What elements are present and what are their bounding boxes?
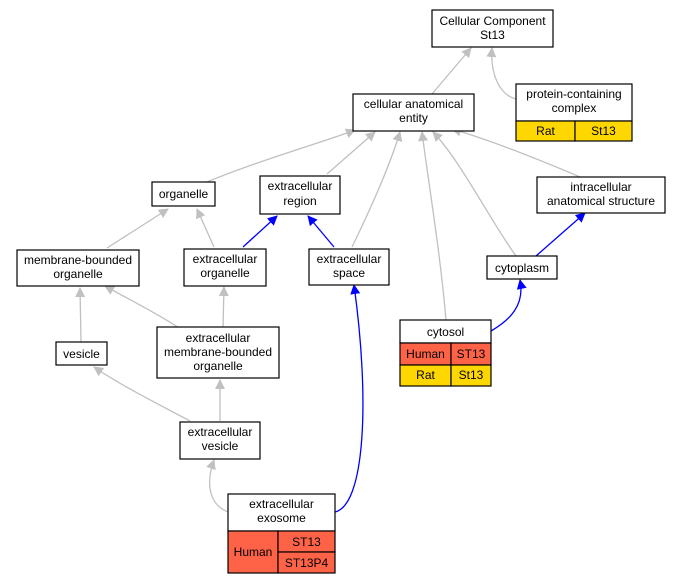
node-label-line: exosome	[257, 511, 306, 525]
node-protein-containing-complex[interactable]: protein-containing complex Rat St13	[515, 83, 633, 142]
node-cellular-anatomical-entity[interactable]: cellular anatomical entity	[352, 93, 475, 132]
edge-cytosol-to-cae	[418, 131, 447, 321]
node-label-line: organelle	[200, 266, 250, 280]
node-extracellular-exosome[interactable]: extracellular exosome Human ST13 ST13P4	[227, 493, 336, 574]
node-extracellular-membrane-bounded-organelle[interactable]: extracellular membrane-bounded organelle	[156, 326, 280, 379]
node-label-line: Cellular Component	[439, 14, 546, 28]
species-label: Rat	[416, 368, 435, 382]
node-label-line: St13	[480, 28, 505, 42]
edges	[75, 47, 586, 513]
edge-cytosol-to-cytoplasm	[490, 279, 527, 332]
node-membrane-bounded-organelle[interactable]: membrane-bounded organelle	[16, 249, 140, 287]
species-label: Human	[406, 347, 445, 361]
node-extracellular-region[interactable]: extracellular region	[259, 175, 341, 215]
node-label-line: membrane-bounded	[164, 345, 272, 359]
edge-exosome-to-ext-vesicle	[206, 459, 229, 513]
edge-cytoplasm-to-cae	[432, 131, 517, 257]
node-label-line: protein-containing	[526, 87, 621, 101]
edge-cae-to-cellular-component	[431, 47, 472, 95]
node-label-line: extracellular	[188, 425, 253, 439]
edge-vesicle-to-mbo	[75, 287, 86, 343]
node-label-line: organelle	[53, 267, 103, 281]
node-label-line: anatomical structure	[547, 194, 655, 208]
node-label-line: organelle	[193, 359, 243, 373]
node-label-line: organelle	[159, 187, 209, 201]
node-label-line: extracellular	[186, 331, 251, 345]
gene-label: St13	[591, 124, 616, 138]
gene-label: ST13P4	[285, 556, 329, 570]
gene-label: St13	[459, 368, 484, 382]
node-label-line: extracellular	[193, 252, 258, 266]
node-extracellular-space[interactable]: extracellular space	[308, 248, 390, 286]
edge-ext-organelle-to-ext-region	[242, 215, 278, 248]
nodes: Cellular Component St13 protein-containi…	[16, 9, 666, 574]
node-label-line: intracellular	[570, 180, 631, 194]
gene-label: ST13	[292, 535, 321, 549]
edge-organelle-to-cae	[206, 128, 356, 183]
node-label-line: membrane-bounded	[24, 253, 132, 267]
gene-label: ST13	[457, 347, 486, 361]
gene-cell	[450, 364, 492, 387]
node-vesicle[interactable]: vesicle	[55, 341, 108, 366]
edge-ext-space-to-cae	[351, 131, 403, 248]
species-label: Human	[234, 545, 273, 559]
node-cytosol[interactable]: cytosol Human ST13 Rat St13	[399, 319, 492, 387]
node-label-line: cytosol	[427, 325, 464, 339]
edge-ext-space-to-ext-region	[307, 215, 335, 248]
node-label-line: space	[333, 266, 365, 280]
edge-emo-to-ext-organelle	[218, 286, 229, 328]
node-extracellular-organelle[interactable]: extracellular organelle	[183, 248, 267, 287]
node-intracellular-anatomical-structure[interactable]: intracellular anatomical structure	[536, 176, 666, 214]
edge-intracellular-to-cae	[451, 126, 581, 178]
edge-emo-to-mbo	[104, 285, 180, 329]
node-extracellular-vesicle[interactable]: extracellular vesicle	[179, 421, 261, 460]
gene-cell	[574, 120, 633, 142]
node-label-line: complex	[552, 101, 597, 115]
gene-cell	[277, 551, 336, 574]
node-cellular-component[interactable]: Cellular Component St13	[431, 9, 554, 48]
node-label-line: extracellular	[268, 179, 333, 193]
edge-exosome-to-ext-space	[334, 284, 364, 513]
node-label-line: extracellular	[317, 252, 382, 266]
node-label-line: extracellular	[249, 497, 314, 511]
node-cytoplasm[interactable]: cytoplasm	[486, 255, 558, 280]
edge-ext-region-to-cae	[326, 131, 376, 175]
edge-ext-vesicle-to-vesicle	[93, 366, 191, 422]
edge-cytoplasm-to-intracellular	[535, 212, 586, 257]
node-label-line: cellular anatomical	[364, 97, 463, 111]
node-label-line: vesicle	[63, 347, 100, 361]
species-label: Rat	[536, 124, 555, 138]
node-label-line: entity	[399, 111, 428, 125]
node-label-line: cytoplasm	[495, 261, 549, 275]
node-label-line: region	[283, 194, 316, 208]
node-label-line: vesicle	[202, 439, 239, 453]
edge-mbo-to-organelle	[106, 208, 169, 249]
node-organelle[interactable]: organelle	[151, 181, 216, 207]
edge-protein-complex-to-cellular-component	[486, 47, 517, 100]
edge-ext-organelle-to-organelle	[196, 208, 215, 248]
